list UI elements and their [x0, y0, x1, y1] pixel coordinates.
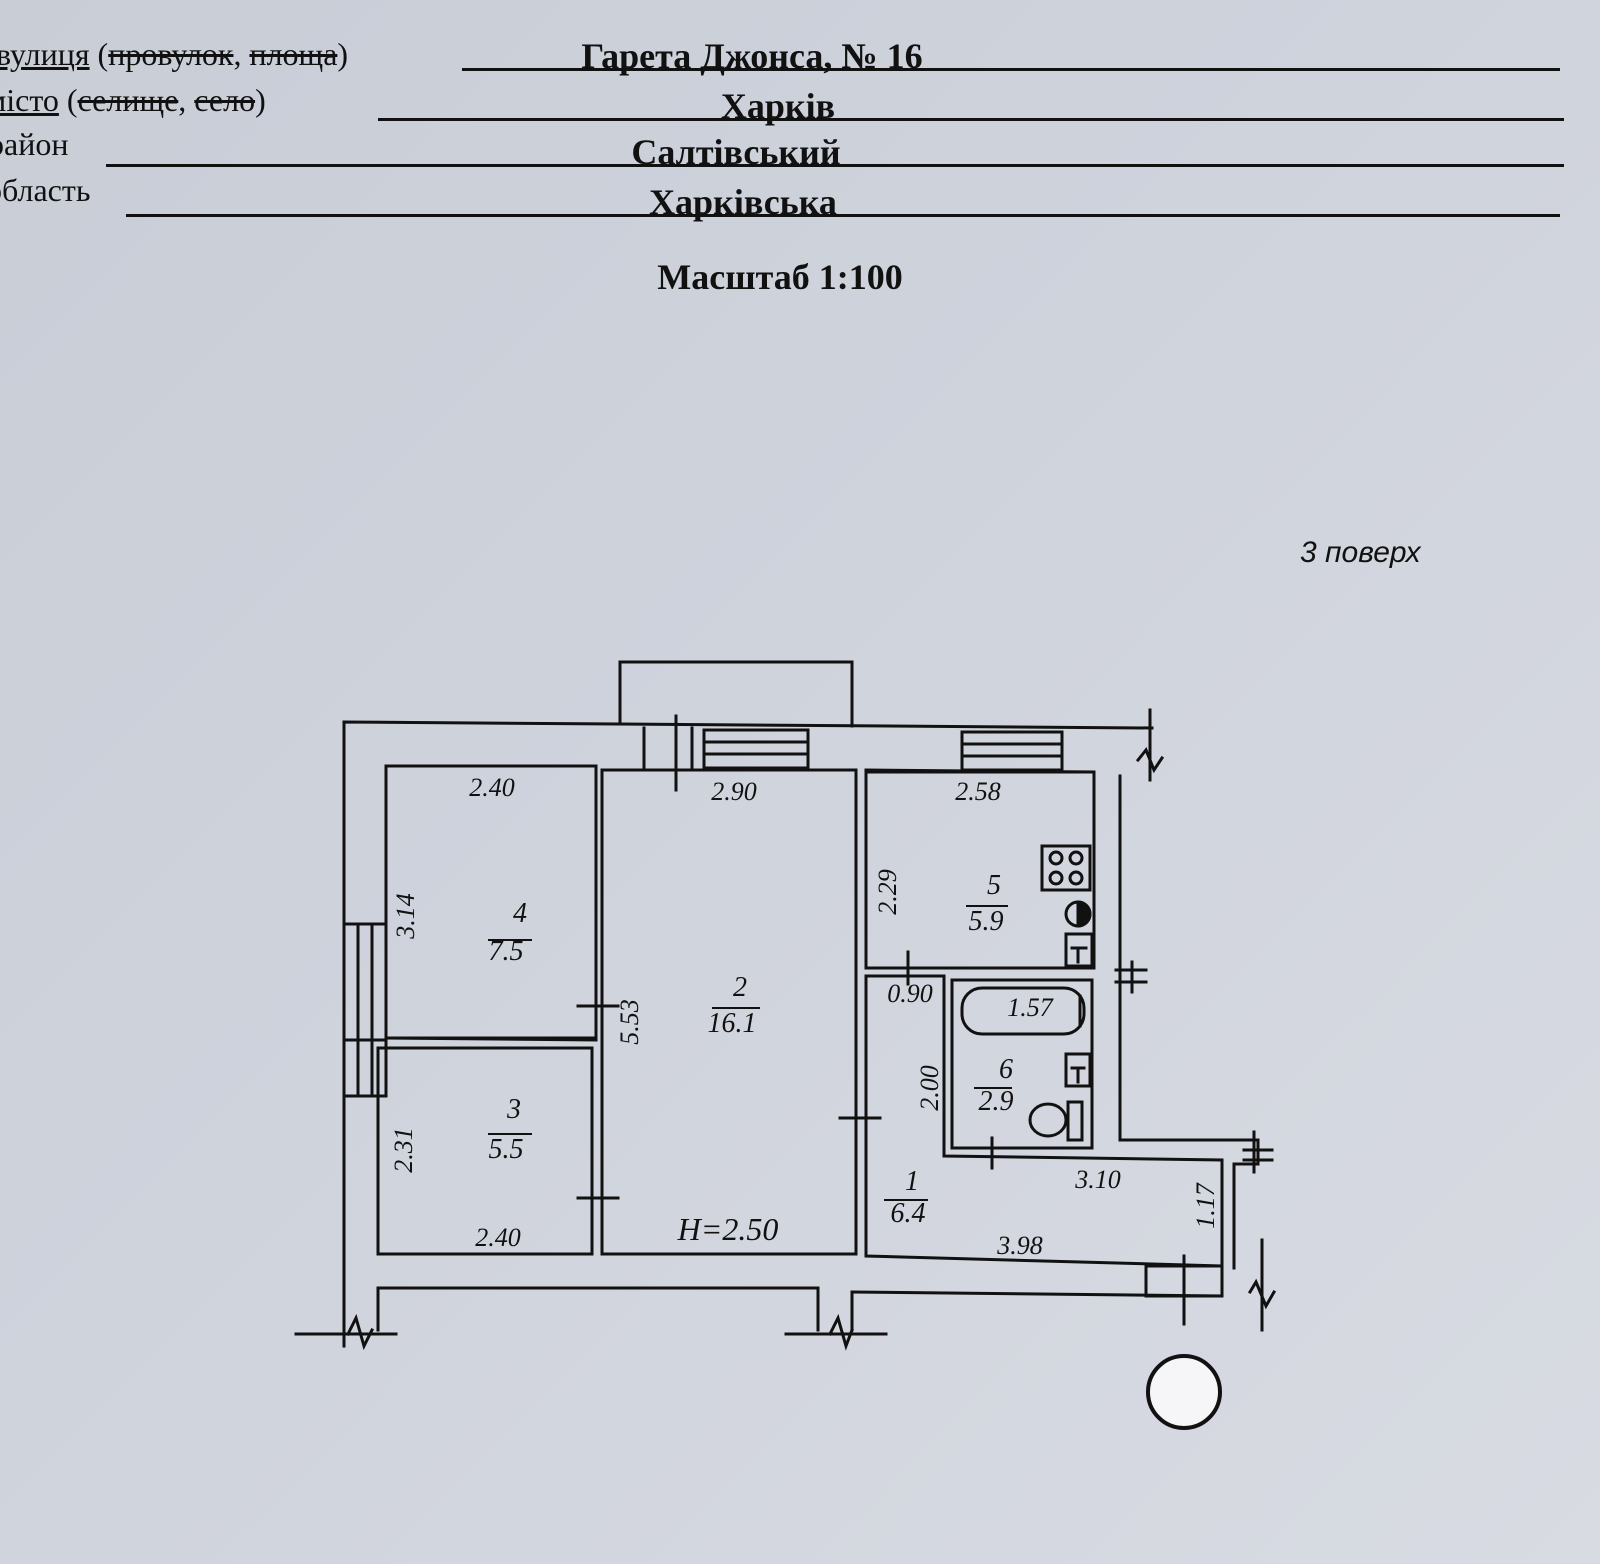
dim-room2-width: 2.90 [711, 777, 757, 806]
toilet-icon [1028, 1102, 1068, 1138]
room-4-area: 7.5 [489, 936, 524, 967]
hall-outline [864, 974, 1224, 1268]
room-2-outline [600, 768, 858, 1256]
dim-room3-width: 2.40 [475, 1223, 521, 1252]
street-row: вулиця (провулок, площа) Гарета Джонса, … [0, 38, 1560, 78]
dim-room4-length: 3.14 [391, 893, 420, 940]
dim-bath-width: 1.57 [1007, 993, 1054, 1022]
dim-hall-opening: 0.90 [887, 979, 933, 1008]
balcony [618, 660, 854, 728]
stamp-circle [1146, 1354, 1222, 1430]
dim-room4-width: 2.40 [469, 773, 515, 802]
room-6-number: 6 [999, 1054, 1013, 1085]
top-wall-break-zigzag [1135, 747, 1165, 774]
stove-icon [1040, 844, 1092, 892]
room-5-area: 5.9 [969, 906, 1004, 937]
city-underline [378, 118, 1564, 121]
city-row: місто (селище, село) Харків [0, 82, 1564, 126]
room-3-number: 3 [506, 1094, 521, 1125]
district-value: Салтівський [631, 132, 841, 172]
outer-wall-right [1118, 774, 1260, 1142]
dim-hall-bottom: 3.98 [996, 1231, 1043, 1260]
city-value: Харків [720, 86, 836, 126]
room-5-outline [864, 770, 1096, 970]
street-underline [462, 68, 1560, 71]
region-label: область [0, 172, 91, 208]
district-underline [106, 164, 1564, 167]
district-row: район Салтівський [0, 126, 1564, 172]
room-5-number: 5 [987, 870, 1001, 901]
district-label: район [0, 126, 69, 162]
dim-bath-length: 2.00 [915, 1065, 944, 1111]
floor-label: 3 поверх [1300, 536, 1421, 569]
room-1-area: 6.4 [891, 1198, 926, 1229]
window-room2 [702, 728, 810, 770]
bathtub-icon [960, 986, 1086, 1036]
scale-label: Масштаб 1:100 [657, 257, 903, 297]
window-room4 [342, 922, 388, 1042]
region-underline [126, 214, 1560, 217]
room-1-number: 1 [905, 1166, 919, 1197]
room-2-number: 2 [733, 972, 747, 1003]
bathroom-sink-icon [1064, 1052, 1092, 1088]
region-value: Харківська [649, 182, 837, 222]
region-row: область Харківська [0, 172, 1560, 222]
window-room5 [960, 730, 1064, 772]
dim-room3-length: 2.31 [389, 1127, 418, 1173]
ceiling-height: H=2.50 [677, 1211, 779, 1247]
room-2-area: 16.1 [708, 1008, 757, 1039]
dim-room2-length: 5.53 [615, 999, 644, 1045]
room-6-outline [950, 978, 1094, 1150]
street-label: вулиця (провулок, площа) [0, 36, 349, 72]
outer-wall-top [342, 720, 1154, 1348]
room-6-area: 2.9 [979, 1086, 1014, 1117]
city-label: місто (селище, село) [0, 82, 266, 118]
street-value: Гарета Джонса, № 16 [581, 36, 923, 76]
room-3-outline [376, 1046, 594, 1256]
dim-hall-top: 3.10 [1074, 1165, 1121, 1194]
room-4-number: 4 [513, 898, 527, 929]
dim-room5-width: 2.58 [955, 777, 1001, 806]
window-room3 [342, 1038, 388, 1098]
room-3-area: 5.5 [489, 1134, 524, 1165]
kitchen-sink-icon [1064, 932, 1094, 968]
dim-room5-length: 2.29 [873, 869, 902, 915]
dim-hall-side: 1.17 [1191, 1182, 1220, 1229]
